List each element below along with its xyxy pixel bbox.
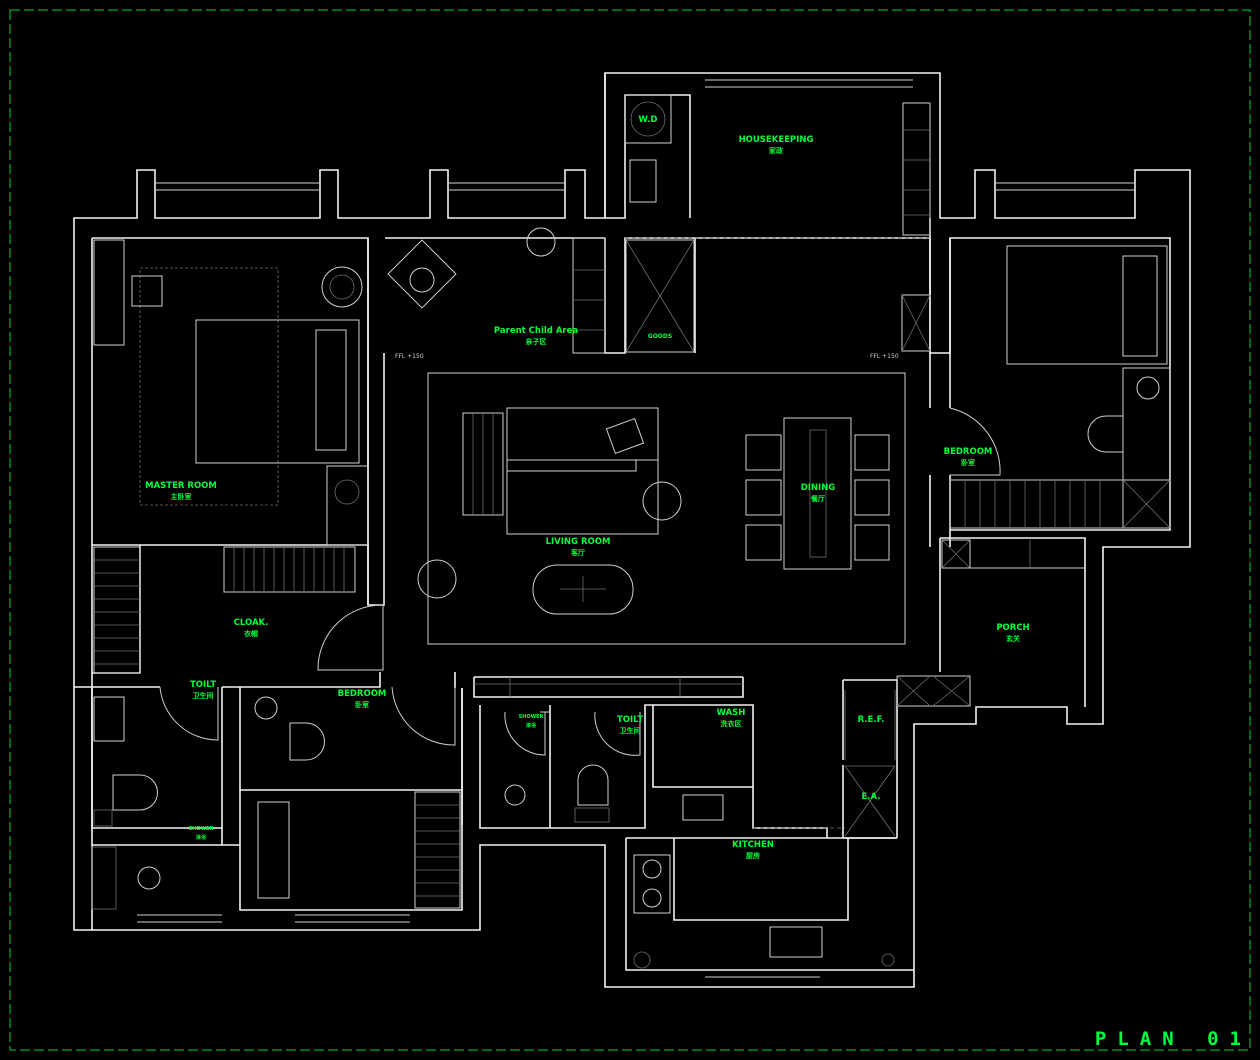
toilet-icon <box>112 774 158 811</box>
sheet-border <box>9 9 1251 1051</box>
label-housekeeping-cn: 家政 <box>769 146 784 155</box>
label-wd: W.D <box>639 115 658 125</box>
label-living-room-cn: 客厅 <box>570 548 585 557</box>
label-cloak: CLOAK. <box>234 618 269 628</box>
label-kitchen: KITCHEN <box>732 840 774 850</box>
plan-title: PLAN 01 <box>1094 1028 1252 1050</box>
label-bedroom-east-cn: 卧室 <box>961 458 975 467</box>
label-dining: DINING <box>801 483 836 493</box>
label-shower-sw-cn: 淋浴 <box>196 834 207 841</box>
door-swing-icon <box>159 686 219 741</box>
label-goods: GOODS <box>648 333 672 340</box>
room-labels: W.D HOUSEKEEPING 家政 Parent Child Area 亲子… <box>145 115 1030 860</box>
door-swing-icon <box>391 686 456 746</box>
toilet-icon <box>577 764 609 806</box>
label-dining-cn: 餐厅 <box>810 494 825 503</box>
label-toilet-mid-cn: 卫生间 <box>620 726 641 735</box>
label-shower-sw: SHOWER <box>189 826 214 832</box>
label-toilet-west: TOILT <box>190 680 216 690</box>
label-bedroom-south-cn: 卧室 <box>355 700 369 709</box>
sink-icon <box>769 926 823 958</box>
level-mark-west: FFL +150 <box>395 353 424 360</box>
label-bedroom-east: BEDROOM <box>944 447 993 457</box>
furniture <box>91 94 1171 969</box>
interior-walls <box>74 73 1171 971</box>
label-master-room: MASTER ROOM <box>145 481 217 491</box>
door-swing-icon <box>504 711 546 756</box>
sink-icon <box>93 696 125 742</box>
label-wash-cn: 洗衣区 <box>721 719 742 728</box>
sink-icon <box>682 794 724 821</box>
label-shower-mid: SHOWER <box>519 714 544 720</box>
bed-icon <box>1006 245 1168 365</box>
label-kitchen-cn: 厨房 <box>746 851 760 860</box>
label-living-room: LIVING ROOM <box>546 537 611 547</box>
door-swing-icon <box>949 407 1001 476</box>
level-marks: FFL +150 FFL +150 <box>395 353 899 360</box>
label-ea: E.A. <box>861 792 880 802</box>
door-swing-icon <box>594 711 641 756</box>
label-cloak-cn: 衣帽 <box>244 629 258 638</box>
label-parent-child-cn: 亲子区 <box>526 337 547 346</box>
stove-icon <box>633 854 671 914</box>
door-swings <box>159 407 1001 756</box>
label-bedroom-south: BEDROOM <box>338 689 387 699</box>
sink-icon <box>629 159 657 203</box>
bed-icon <box>195 319 360 464</box>
label-toilet-west-cn: 卫生间 <box>193 691 214 700</box>
label-master-room-cn: 主卧室 <box>171 492 192 501</box>
label-parent-child: Parent Child Area <box>494 326 578 336</box>
label-porch-cn: 玄关 <box>1006 634 1020 643</box>
label-shower-mid-cn: 淋浴 <box>526 722 537 729</box>
label-housekeeping: HOUSEKEEPING <box>739 135 814 145</box>
label-porch: PORCH <box>996 623 1029 633</box>
level-mark-east: FFL +150 <box>870 353 899 360</box>
washer-icon <box>624 94 672 144</box>
label-toilet-mid: TOILT <box>617 715 643 725</box>
label-ref: R.E.F. <box>858 715 885 725</box>
door-swing-icon <box>317 604 384 671</box>
label-wash: WASH <box>717 708 746 718</box>
dining-table-icon <box>783 417 852 570</box>
